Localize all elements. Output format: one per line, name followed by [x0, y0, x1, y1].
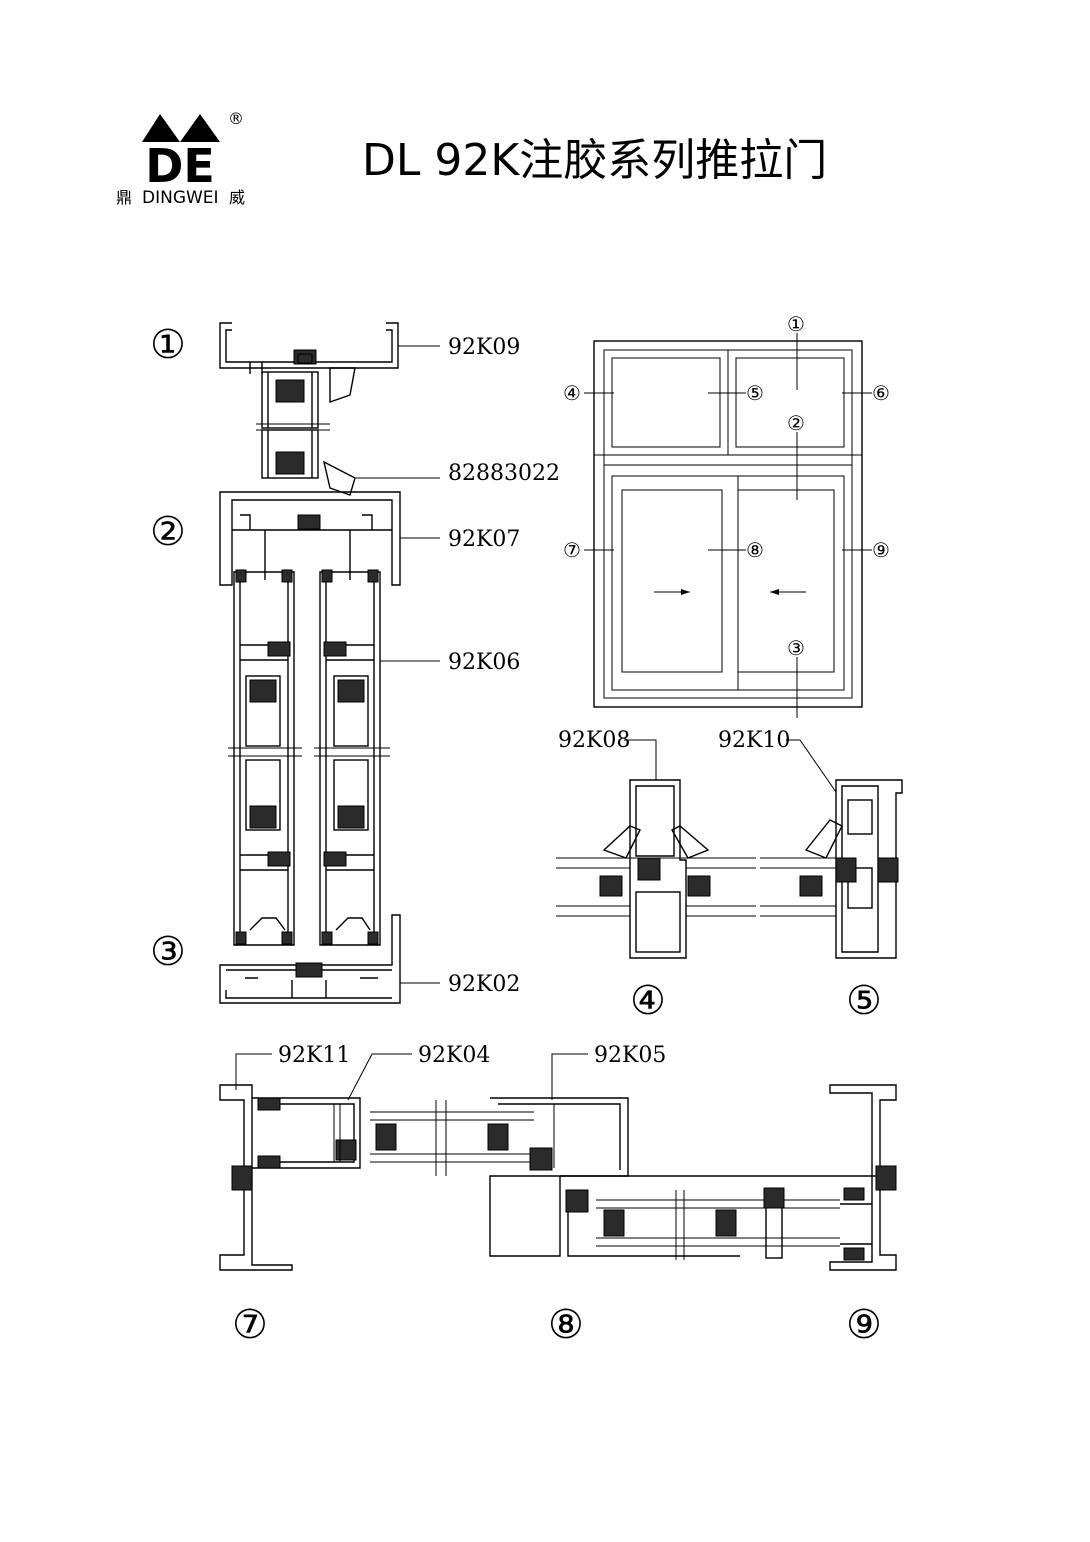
right-sash — [314, 569, 390, 946]
marker-5: ⑤ — [846, 978, 882, 1024]
marker-9: ⑨ — [846, 1302, 882, 1348]
trademark-symbol: ® — [228, 109, 244, 128]
code-82883022: 82883022 — [448, 461, 560, 486]
brand-logo: DE — [142, 114, 220, 193]
marker-1: ① — [150, 322, 186, 368]
code-92k07: 92K07 — [448, 527, 520, 552]
elev-marker-9: ⑨ — [872, 538, 890, 562]
code-92k08: 92K08 — [558, 728, 630, 753]
marker-8: ⑧ — [548, 1302, 584, 1348]
brand-char-left: 鼎 — [116, 188, 132, 207]
elev-marker-7: ⑦ — [563, 538, 581, 562]
brand-name: DINGWEI — [142, 188, 219, 208]
door-elevation: ① ② ③ ④ ⑤ ⑥ ⑦ ⑧ ⑨ — [563, 312, 890, 718]
code-92k04: 92K04 — [418, 1043, 490, 1068]
elev-marker-3: ③ — [787, 636, 805, 660]
elev-marker-6: ⑥ — [872, 381, 890, 405]
code-92k09: 92K09 — [448, 335, 520, 360]
left-sash — [228, 569, 302, 946]
logo-lettering: DE — [145, 139, 215, 193]
code-92k11: 92K11 — [278, 1043, 350, 1068]
elev-marker-5: ⑤ — [746, 381, 764, 405]
elev-marker-8: ⑧ — [746, 538, 764, 562]
code-92k02: 92K02 — [448, 972, 520, 997]
section-7-8-9: 92K11 92K04 92K05 — [219, 1043, 897, 1348]
elev-marker-4: ④ — [563, 381, 581, 405]
code-92k05: 92K05 — [594, 1043, 666, 1068]
section-1-2-3: ① ② ③ — [150, 322, 560, 1004]
elev-marker-2: ② — [787, 411, 805, 435]
marker-2: ② — [150, 509, 186, 555]
code-92k10: 92K10 — [718, 728, 790, 753]
elev-marker-1: ① — [787, 312, 805, 336]
page-title: DL 92K注胶系列推拉门 — [362, 135, 827, 186]
code-92k06: 92K06 — [448, 650, 520, 675]
marker-3: ③ — [150, 929, 186, 975]
section-4-5: 92K08 92K10 ④ ⑤ — [556, 728, 903, 1024]
brand-char-right: 威 — [229, 188, 245, 207]
marker-7: ⑦ — [232, 1302, 268, 1348]
marker-4: ④ — [630, 978, 666, 1024]
